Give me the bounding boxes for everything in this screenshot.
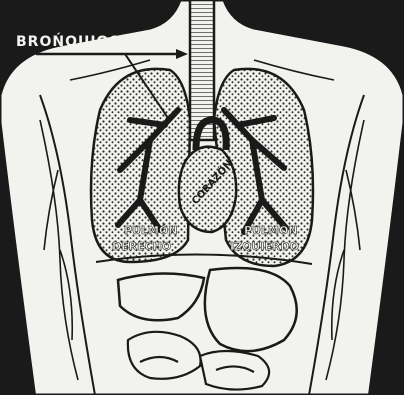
stomach bbox=[205, 268, 297, 351]
right-lung-label-line2: DERECHO bbox=[112, 240, 171, 253]
left-lung-label-line1: PULMÓN bbox=[244, 224, 298, 237]
right-lung-label-line1: PULMÓN bbox=[124, 224, 178, 237]
left-lung-label-line2: IZQUIERDO bbox=[230, 240, 299, 253]
bronquios-label: BROŃQUIOS bbox=[16, 32, 121, 50]
